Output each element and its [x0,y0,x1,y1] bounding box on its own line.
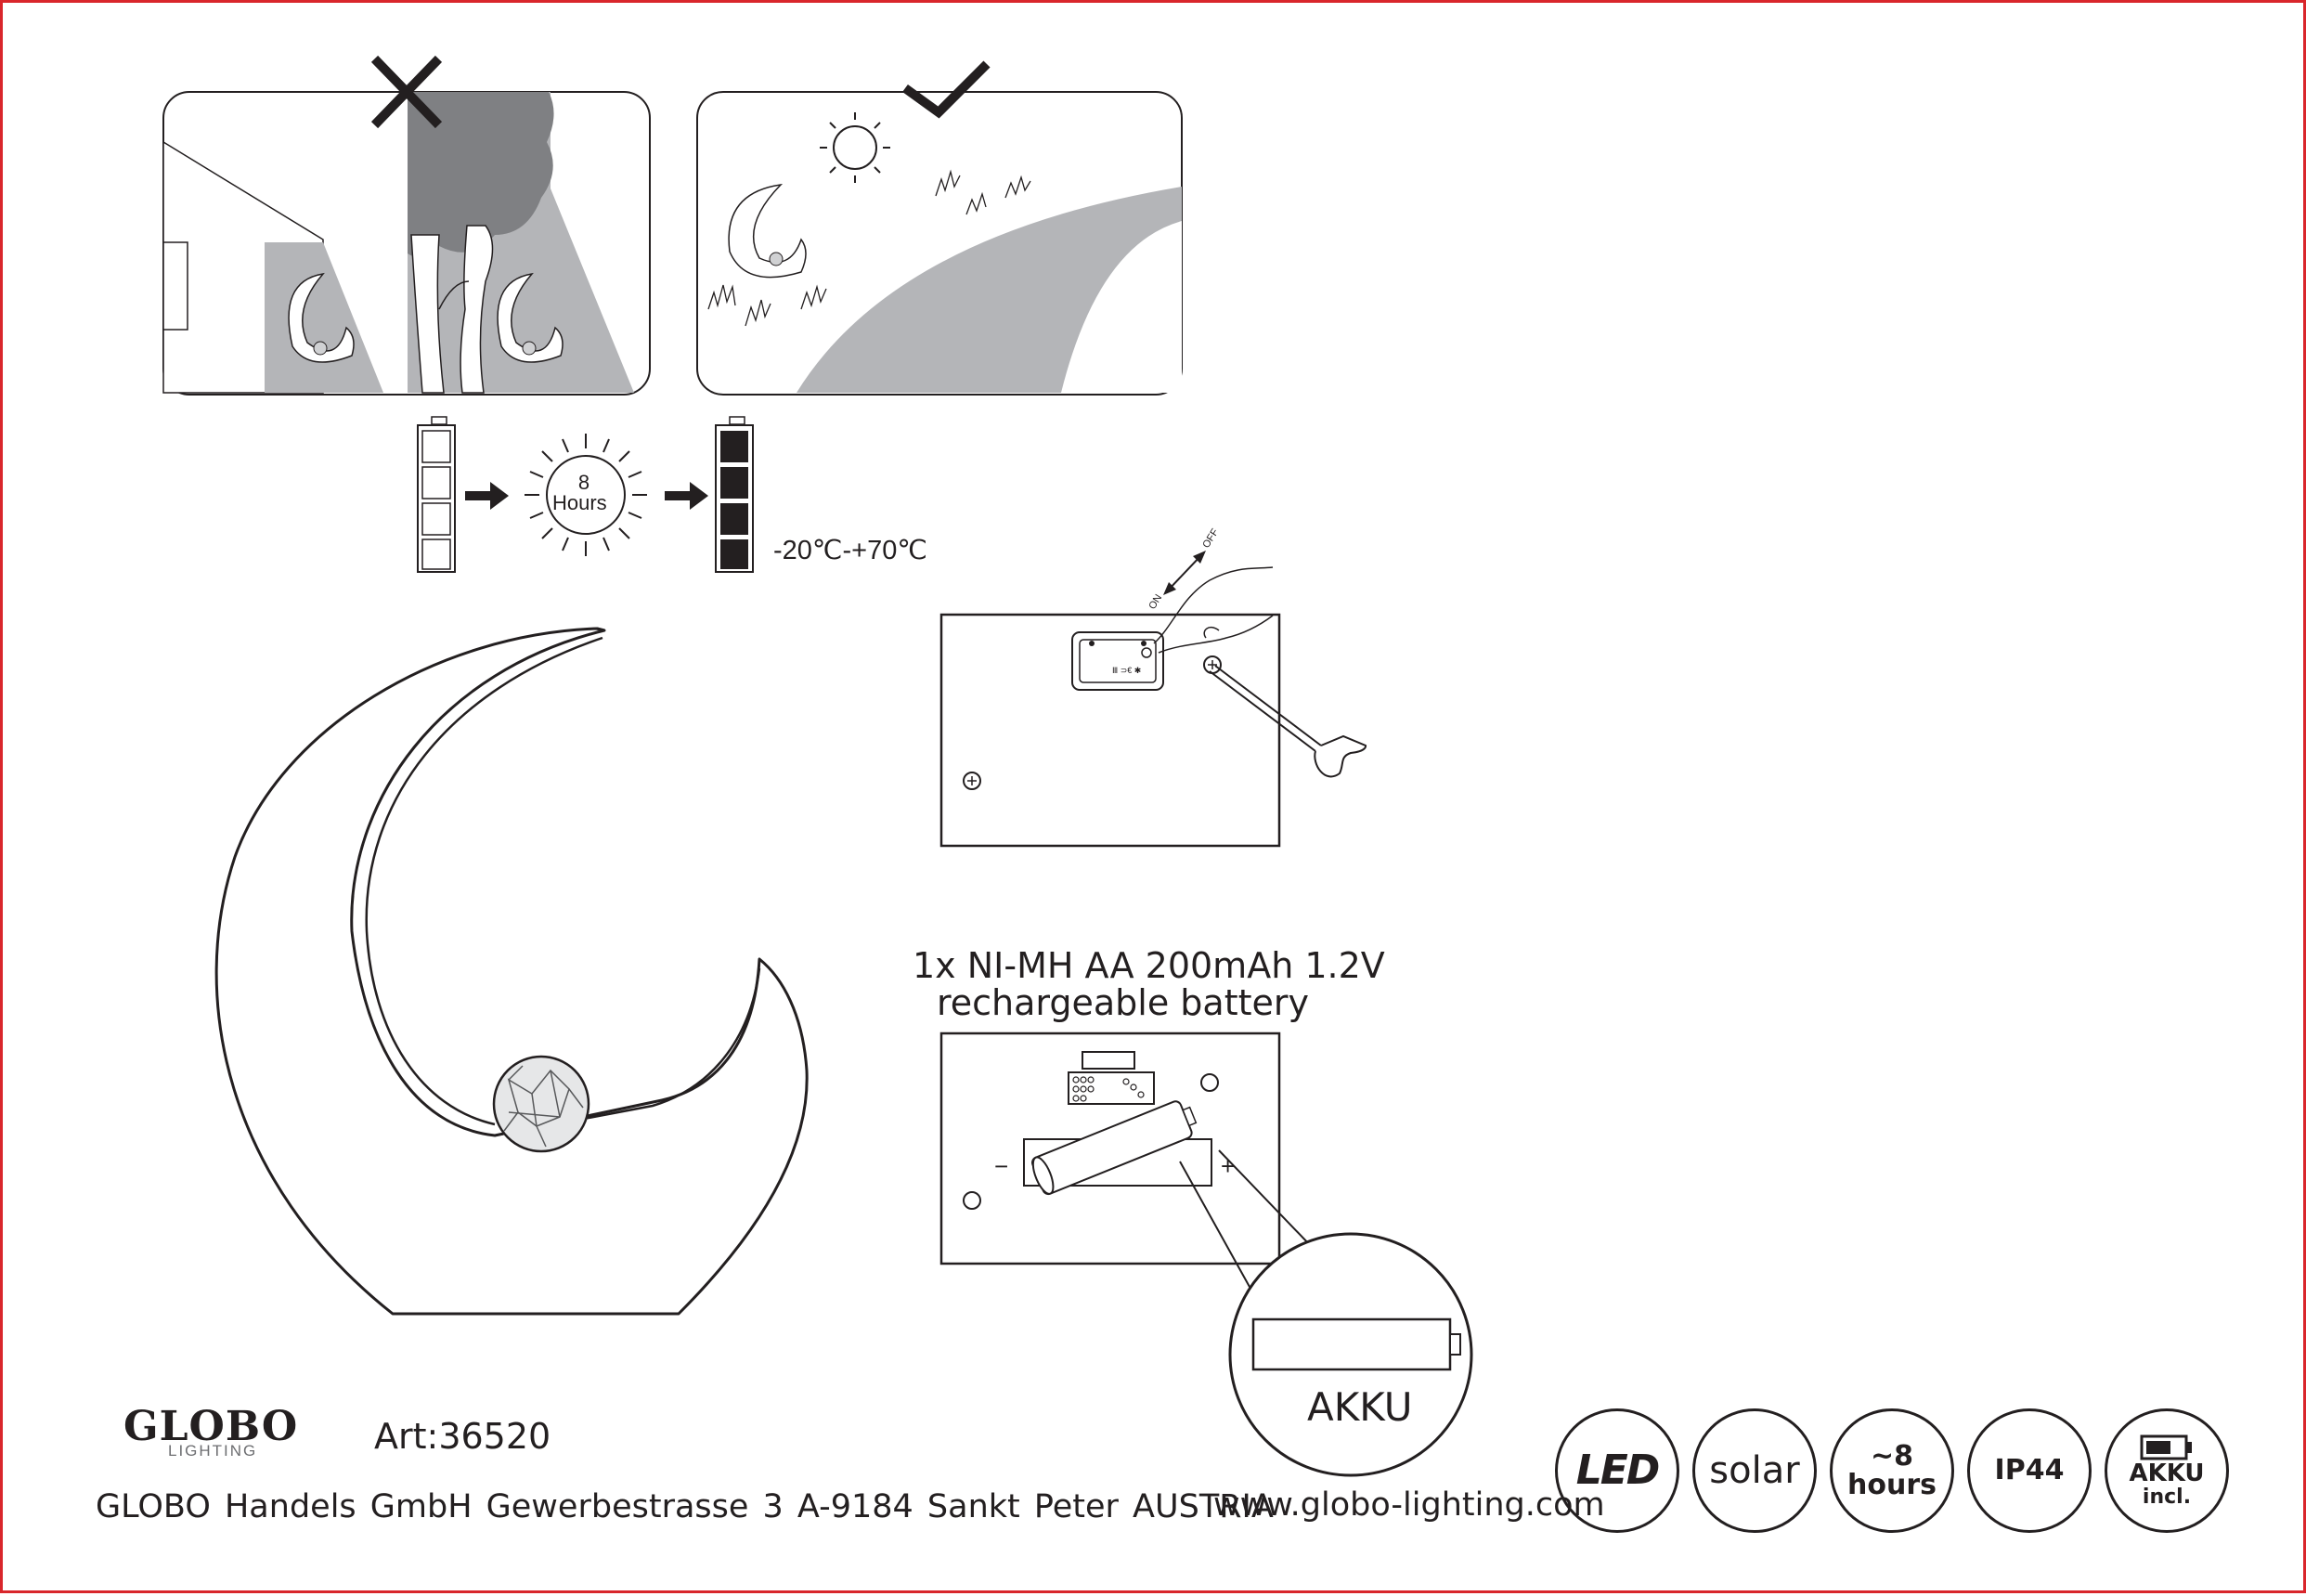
hours-badge: ~8 hours [1830,1408,1954,1533]
brand-logo: GLOBO [123,1403,299,1450]
article-number: Art:36520 [374,1416,551,1457]
akku-badge: AKKU incl. [2105,1408,2229,1533]
battery-icon [2140,1434,2192,1460]
led-badge: LED [1555,1408,1679,1533]
switch-diagram: Ⅲ ⊃€ ✱ ON OFF [939,526,1367,848]
correct-placement-panel [696,60,1183,396]
temperature-range: -20℃-+70℃ [773,536,927,565]
switch-off-label: OFF [1200,526,1221,550]
solar-badge: solar [1692,1408,1817,1533]
brand-tagline: LIGHTING [168,1442,258,1460]
ip-rating-label: IP44 [1994,1454,2065,1487]
charge-hours-value: 8 [577,471,590,494]
switch-on-label: ON [1147,592,1164,611]
illustrations: Ⅲ ⊃€ ✱ ON OFF [162,55,1473,1477]
battery-plus-sign: + [1221,1152,1235,1180]
charge-hours-unit: Hours [552,491,607,514]
hours-badge-bottom: hours [1847,1469,1937,1501]
sun-icon [525,434,647,556]
company-address: GLOBO Handels GmbH Gewerbestrasse 3 A-91… [96,1488,1274,1525]
wrong-placement-panel [162,55,651,396]
svg-text:Ⅲ ⊃€ ✱: Ⅲ ⊃€ ✱ [1112,666,1141,675]
led-badge-label: LED [1575,1446,1661,1494]
ip-rating-badge: IP44 [1967,1408,2092,1533]
battery-spec-title: 1x NI-MH AA 200mAh 1.2V [913,945,1385,986]
company-website: www.globo-lighting.com [1213,1486,1605,1524]
charging-diagram [417,416,754,573]
akku-badge-top: AKKU [2129,1459,2205,1487]
solar-badge-label: solar [1709,1449,1800,1492]
battery-minus-sign: − [994,1152,1008,1180]
battery-spec-subtitle: rechargeable battery [937,982,1310,1023]
hours-badge-top: ~8 [1870,1439,1913,1473]
akku-zoom-label: AKKU [1307,1384,1413,1430]
akku-badge-bottom: incl. [2142,1486,2192,1510]
moon-lamp-illustration [214,627,809,1316]
battery-compartment-diagram: − + [939,1032,1473,1477]
